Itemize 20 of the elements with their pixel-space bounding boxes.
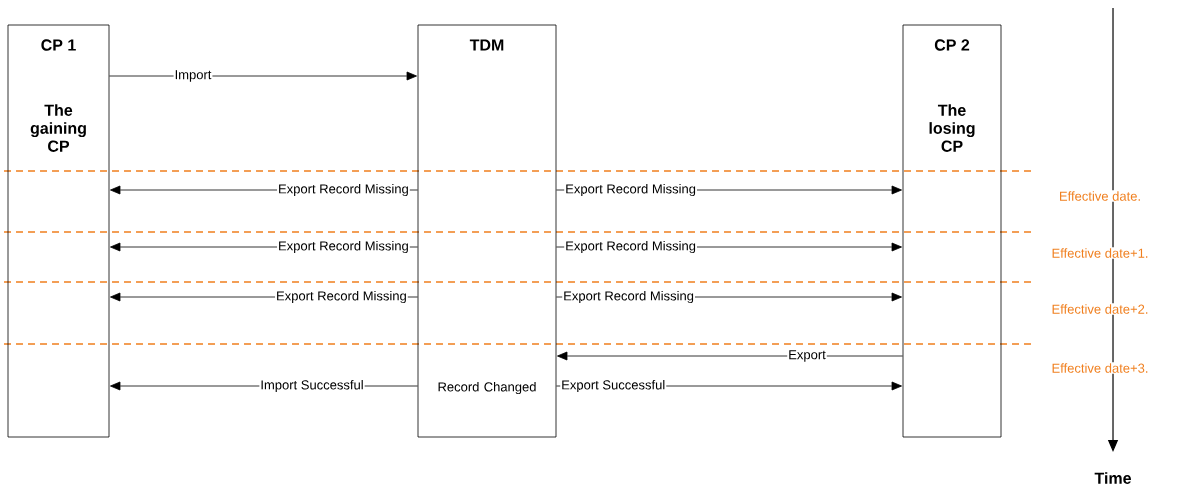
lifeline-box: CP 2 The losing CP: [902, 24, 1002, 438]
date-label: Effective date.: [1057, 190, 1143, 202]
edge-label: Export Record Missing: [564, 239, 697, 255]
edge-label: Export: [787, 349, 827, 363]
edge-label: Export Record Missing: [562, 289, 695, 305]
date-label: Effective date+2.: [1050, 303, 1150, 315]
date-label: Effective date+3.: [1050, 362, 1150, 374]
edge-label: Export Successful: [560, 378, 667, 394]
edge-label: Export Record Missing: [277, 182, 410, 198]
edge-label: Import: [173, 69, 213, 83]
axis-label: Time: [1094, 472, 1131, 484]
edge-label: Export Record Missing: [564, 182, 697, 198]
lifeline-box: TDM Record Changed: [417, 24, 557, 438]
edge-label: Export Record Missing: [275, 289, 408, 305]
arrow: [557, 351, 903, 361]
lifeline-box: CP 1 The gaining CP: [7, 24, 110, 438]
edge-label: Export Record Missing: [277, 239, 410, 255]
arrow: [109, 71, 417, 81]
edge-label: Import Successful: [259, 378, 365, 394]
date-label: Effective date+1.: [1050, 247, 1150, 259]
